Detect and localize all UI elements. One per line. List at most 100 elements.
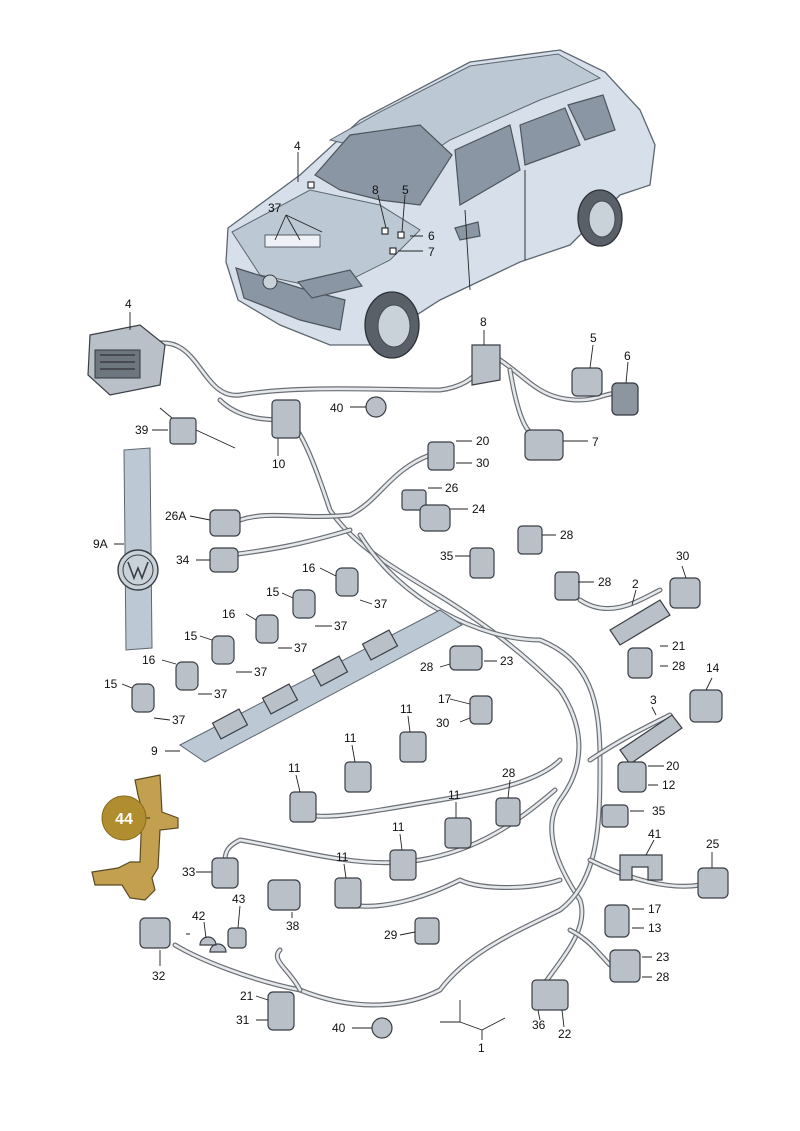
callout-8a: 8 <box>372 183 379 197</box>
connector-6 <box>611 382 639 416</box>
vehicle-illustration <box>225 49 656 359</box>
harness-2 <box>609 599 671 646</box>
callout-26a: 26A <box>165 509 186 523</box>
callout-31: 31 <box>236 1013 250 1027</box>
connector-11f <box>334 877 362 909</box>
callout-10: 10 <box>272 457 286 471</box>
callout-11c: 11 <box>288 761 301 775</box>
parts <box>87 324 729 1039</box>
connector-20-30 <box>427 441 455 471</box>
connector-32 <box>139 917 171 949</box>
callout-29: 29 <box>384 928 398 942</box>
connector-24 <box>419 504 451 532</box>
harness-3 <box>619 714 683 765</box>
callout-4b: 4 <box>125 297 132 311</box>
callout-37a: 37 <box>268 201 282 215</box>
highlight-badge-44[interactable]: 44 <box>101 795 147 841</box>
pdc-sensor-16c <box>175 661 199 691</box>
connector-21b-31 <box>267 991 295 1031</box>
callout-7b: 7 <box>592 435 599 449</box>
callout-37e: 37 <box>254 665 268 679</box>
callout-44: 44 <box>115 811 133 828</box>
bracket-41 <box>619 854 663 881</box>
callout-30b: 30 <box>676 549 690 563</box>
callout-11a: 11 <box>400 702 413 716</box>
callout-15b: 15 <box>184 629 198 643</box>
callout-5a: 5 <box>402 183 409 197</box>
connector-7 <box>524 429 564 461</box>
callout-3: 3 <box>650 693 657 707</box>
callout-2: 2 <box>632 577 639 591</box>
callout-42: 42 <box>192 909 206 923</box>
connector-28c <box>495 797 521 827</box>
connector-26 <box>401 489 427 511</box>
pdc-sensor-16b <box>255 614 279 644</box>
clip-40-top <box>365 396 387 418</box>
control-unit-4 <box>87 324 166 396</box>
callout-39: 39 <box>135 423 149 437</box>
clip-43 <box>227 927 247 949</box>
callout-15a: 15 <box>266 585 280 599</box>
connector-21a <box>627 647 653 679</box>
callout-33: 33 <box>182 865 196 879</box>
callout-21b: 21 <box>240 989 254 1003</box>
callout-21a: 21 <box>672 639 686 653</box>
connector-35b <box>601 804 629 828</box>
callout-16c: 16 <box>142 653 156 667</box>
connector-25 <box>697 867 729 899</box>
connector-23a <box>449 645 483 671</box>
callout-23b: 23 <box>656 950 670 964</box>
callout-17b: 17 <box>648 902 662 916</box>
connector-14 <box>689 689 723 723</box>
callout-9: 9 <box>151 744 158 758</box>
connector-17a <box>469 695 493 725</box>
connector-38 <box>267 879 301 911</box>
callout-4a: 4 <box>294 139 301 153</box>
wiring-harness <box>147 340 703 1008</box>
sensor-33 <box>211 857 239 889</box>
clip-42 <box>199 936 227 953</box>
callout-6a: 6 <box>428 229 435 243</box>
callout-9a: 9A <box>93 537 108 551</box>
callout-22: 22 <box>558 1027 572 1041</box>
callout-37c: 37 <box>334 619 348 633</box>
connector-17b <box>604 904 630 938</box>
callout-38: 38 <box>286 919 300 933</box>
connector-29 <box>414 917 440 945</box>
connector-11e <box>389 849 417 881</box>
callout-28e: 28 <box>502 766 516 780</box>
callout-14: 14 <box>706 661 720 675</box>
callout-6b: 6 <box>624 349 631 363</box>
callout-5b: 5 <box>590 331 597 345</box>
callout-20a: 20 <box>476 434 490 448</box>
callout-17a: 17 <box>438 692 452 706</box>
connector-36-22 <box>531 979 569 1011</box>
callout-11f: 11 <box>336 850 349 864</box>
callout-11b: 11 <box>344 731 357 745</box>
callout-16a: 16 <box>302 561 316 575</box>
connector-8 <box>471 344 501 386</box>
callout-37d: 37 <box>294 641 308 655</box>
grille-strip-9a <box>117 447 159 651</box>
connector-11a <box>399 731 427 763</box>
bracket-44 <box>91 774 179 901</box>
callout-15c: 15 <box>104 677 118 691</box>
callout-28c: 28 <box>420 660 434 674</box>
callout-26: 26 <box>445 481 459 495</box>
connector-23b <box>609 949 641 983</box>
clip-40-bottom <box>371 1017 393 1039</box>
callout-32: 32 <box>152 969 166 983</box>
callout-28b: 28 <box>598 575 612 589</box>
connector-26a <box>209 509 241 537</box>
connector-34 <box>209 547 239 573</box>
pdc-sensor-15c <box>131 683 155 713</box>
callout-labels: 4 8 5 37 6 7 4 8 5 6 7 40 39 10 20 30 26… <box>93 139 720 1055</box>
connector-28b <box>554 571 580 601</box>
callout-16b: 16 <box>222 607 236 621</box>
callout-30a: 30 <box>476 456 490 470</box>
callout-1: 1 <box>478 1041 485 1055</box>
callout-8b: 8 <box>480 315 487 329</box>
callout-30c: 30 <box>436 716 450 730</box>
callout-41: 41 <box>648 827 662 841</box>
